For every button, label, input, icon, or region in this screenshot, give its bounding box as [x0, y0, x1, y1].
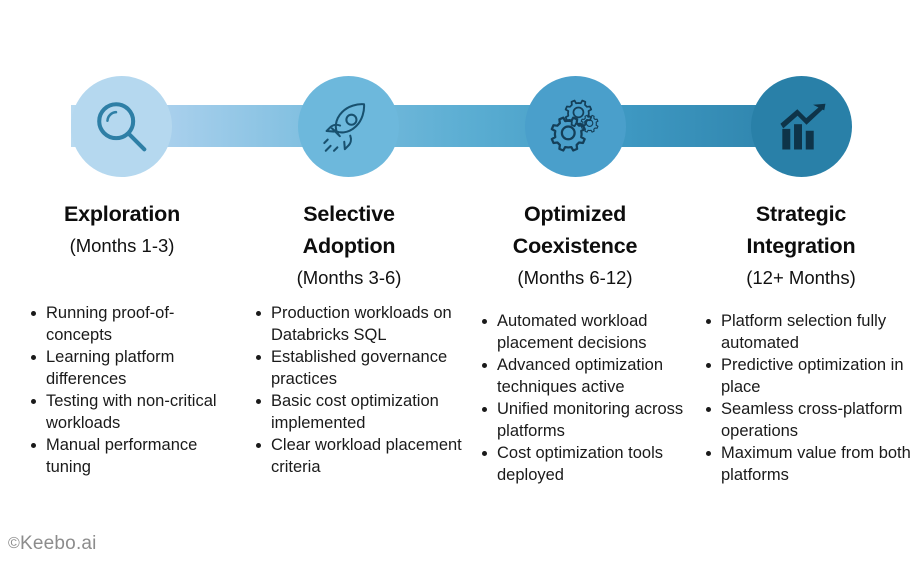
step-heading-optimized-coexistence: Optimized Coexistence (Months 6-12) — [475, 198, 675, 293]
step-title: Exploration — [63, 202, 181, 226]
list-item: Automated workload placement decisions — [482, 311, 697, 354]
gears-icon — [545, 96, 607, 158]
copyright-watermark: ©Keebo.ai — [8, 533, 97, 555]
step-bullets-selective-adoption: Production workloads on Databricks SQL E… — [249, 303, 465, 479]
step-title: Selective Adoption — [302, 202, 396, 258]
rocket-icon — [318, 96, 380, 158]
step-bullets-strategic-integration: Platform selection fully automated Predi… — [699, 311, 910, 487]
step-subtitle: (Months 1-3) — [69, 235, 175, 256]
list-item: Established governance practices — [256, 347, 465, 390]
list-item: Predictive optimization in place — [706, 355, 910, 398]
list-item: Clear workload placement criteria — [256, 435, 465, 478]
step-icon-circle-exploration[interactable] — [71, 76, 172, 177]
list-item: Learning platform differences — [31, 347, 220, 390]
step-bullets-exploration: Running proof-of-concepts Learning platf… — [24, 303, 220, 479]
step-subtitle: (12+ Months) — [746, 267, 856, 288]
list-item: Maximum value from both platforms — [706, 443, 910, 486]
list-item: Cost optimization tools deployed — [482, 443, 697, 486]
step-title: Optimized Coexistence — [512, 202, 638, 258]
step-subtitle: (Months 3-6) — [296, 267, 402, 288]
list-item: Seamless cross-platform operations — [706, 399, 910, 442]
magnifier-icon — [91, 96, 153, 158]
step-heading-strategic-integration: Strategic Integration (12+ Months) — [701, 198, 901, 293]
list-item: Running proof-of-concepts — [31, 303, 220, 346]
list-item: Platform selection fully automated — [706, 311, 910, 354]
list-item: Production workloads on Databricks SQL — [256, 303, 465, 346]
brand-name: Keebo.ai — [20, 533, 97, 554]
list-item: Unified monitoring across platforms — [482, 399, 697, 442]
step-subtitle: (Months 6-12) — [517, 267, 633, 288]
list-item: Manual performance tuning — [31, 435, 220, 478]
list-item: Advanced optimization techniques active — [482, 355, 697, 398]
growth-chart-icon — [772, 97, 832, 157]
copyright-icon: © — [8, 535, 20, 552]
step-icon-circle-optimized-coexistence[interactable] — [525, 76, 626, 177]
list-item: Basic cost optimization implemented — [256, 391, 465, 434]
step-title: Strategic Integration — [746, 202, 856, 258]
list-item: Testing with non-critical workloads — [31, 391, 220, 434]
step-icon-circle-strategic-integration[interactable] — [751, 76, 852, 177]
step-heading-selective-adoption: Selective Adoption (Months 3-6) — [249, 198, 449, 293]
timeline-connector-bar — [71, 105, 802, 147]
step-icon-circle-selective-adoption[interactable] — [298, 76, 399, 177]
step-bullets-optimized-coexistence: Automated workload placement decisions A… — [475, 311, 697, 487]
step-heading-exploration: Exploration (Months 1-3) — [22, 198, 222, 261]
